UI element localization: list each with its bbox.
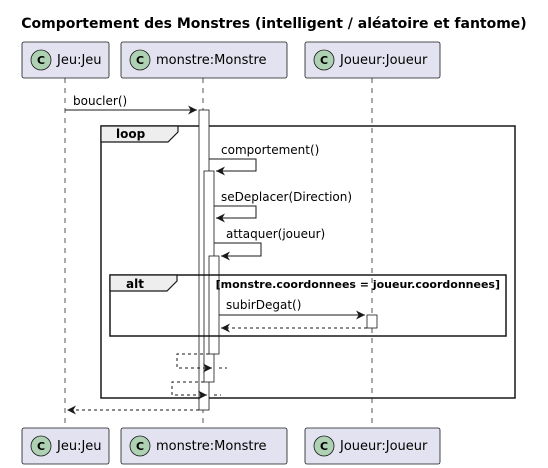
message-comportement: [209, 158, 257, 176]
activation-bars: [198, 109, 378, 411]
messages: [65, 105, 367, 415]
participant-name: Jeu:Jeu: [56, 439, 102, 454]
alt-keyword: alt: [126, 277, 144, 291]
participant-joueur-top[interactable]: C Joueur:Joueur: [304, 41, 441, 79]
class-badge-label: C: [136, 440, 144, 453]
class-badge-label: C: [320, 54, 328, 67]
label-se-deplacer: seDeplacer(Direction): [221, 190, 352, 204]
class-badge-icon: [313, 49, 335, 71]
alt-frame: alt [monstre.coordonnees = joueur.coordo…: [109, 274, 507, 337]
class-badge-icon: [313, 435, 335, 457]
participant-jeu-bottom[interactable]: C Jeu:Jeu: [21, 427, 110, 465]
loop-frame: loop: [100, 125, 516, 399]
participant-name: Jeu:Jeu: [56, 53, 102, 68]
participant-joueur-bottom[interactable]: C Joueur:Joueur: [304, 427, 441, 465]
activation-monstre-attaquer: [208, 255, 220, 355]
loop-keyword: loop: [116, 127, 146, 141]
activation-joueur: [366, 314, 378, 329]
label-comportement: comportement(): [221, 143, 319, 157]
participant-name: Joueur:Joueur: [339, 53, 428, 68]
message-se-deplacer: [214, 205, 257, 223]
class-badge-icon: [30, 435, 52, 457]
label-attaquer: attaquer(joueur): [226, 227, 325, 241]
class-badge-label: C: [37, 440, 45, 453]
return-attaquer: [176, 353, 212, 373]
participant-name: Joueur:Joueur: [339, 439, 428, 454]
participant-name: monstre:Monstre: [156, 439, 267, 454]
label-boucler: boucler(): [73, 94, 127, 108]
participant-monstre-top[interactable]: C monstre:Monstre: [120, 41, 288, 79]
class-badge-label: C: [136, 54, 144, 67]
alt-condition: [monstre.coordonnees = joueur.coordonnee…: [216, 278, 500, 291]
participant-name: monstre:Monstre: [156, 53, 267, 68]
class-badge-label: C: [320, 440, 328, 453]
participant-monstre-bottom[interactable]: C monstre:Monstre: [120, 427, 288, 465]
diagram-title: Comportement des Monstres (intelligent /…: [21, 16, 526, 32]
return-comportement: [171, 381, 207, 400]
participant-jeu-top[interactable]: C Jeu:Jeu: [21, 41, 110, 79]
class-badge-icon: [129, 49, 151, 71]
label-subir-degat: subirDegat(): [226, 298, 301, 312]
message-attaquer: [214, 242, 262, 261]
class-badge-label: C: [37, 54, 45, 67]
class-badge-icon: [30, 49, 52, 71]
class-badge-icon: [129, 435, 151, 457]
